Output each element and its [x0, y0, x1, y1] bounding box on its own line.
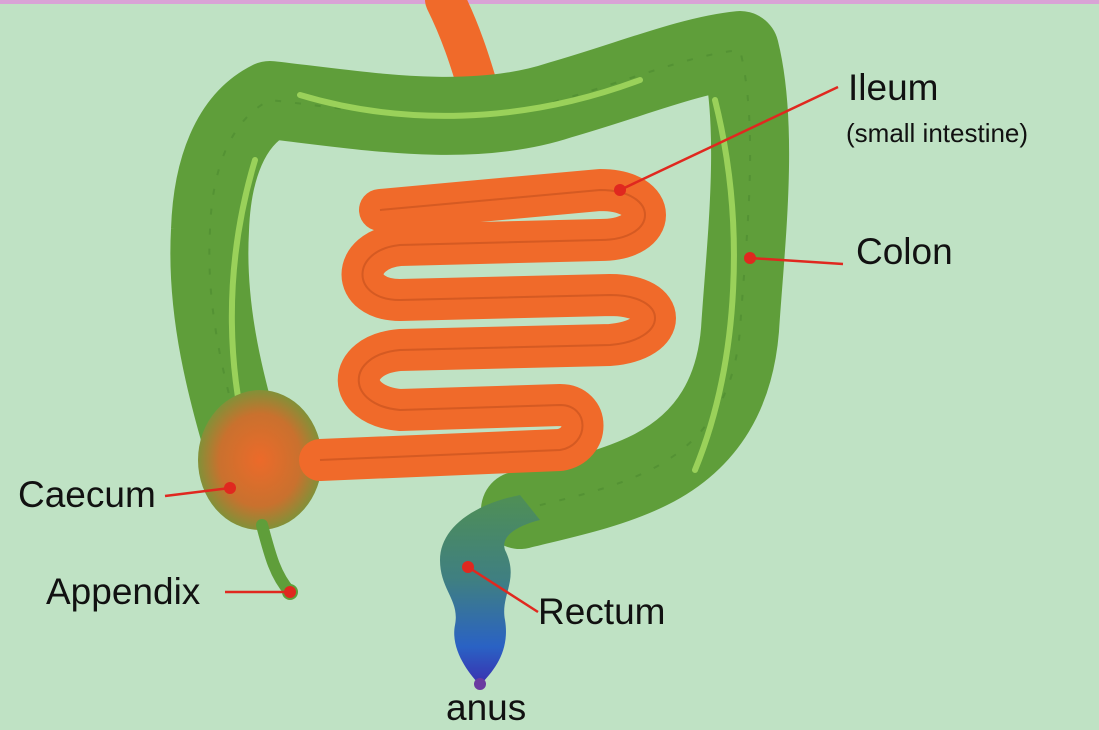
appendix-dot [284, 586, 296, 598]
ileum-label: Ileum [848, 68, 938, 108]
ileum-sublabel: (small intestine) [846, 118, 1028, 148]
appendix-label: Appendix [46, 572, 200, 612]
appendix-shape [262, 525, 290, 592]
caecum-label: Caecum [18, 475, 156, 515]
rectum-label: Rectum [538, 592, 665, 632]
colon-dot [744, 252, 756, 264]
anus-label: anus [446, 688, 526, 728]
rectum-dot [462, 561, 474, 573]
ileum-dot [614, 184, 626, 196]
rectum-shape [440, 495, 540, 685]
colon-label: Colon [856, 232, 953, 272]
small-intestine-coils [320, 190, 655, 460]
caecum-dot [224, 482, 236, 494]
